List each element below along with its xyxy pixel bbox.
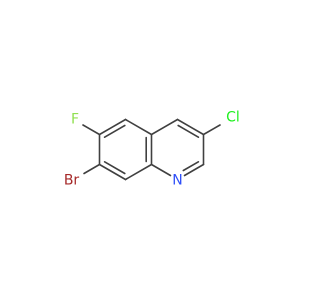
bond-c4a-c4 [150, 118, 179, 136]
bond-n1-c8a [150, 163, 172, 177]
atom-fluorine: F [71, 112, 79, 128]
atom-nitrogen: N [172, 173, 182, 189]
bond-c6-f [82, 124, 101, 136]
bond-c4-c3 [176, 118, 205, 136]
bond-c2-n1-double [182, 161, 200, 172]
bond-c7-br [83, 163, 101, 175]
molecule-structure: F Br N Cl [64, 110, 240, 189]
bond-c8-c8a [124, 163, 153, 181]
bond-c4a-c5 [124, 118, 153, 136]
bond-c2-n1 [183, 163, 205, 177]
bond-c4-c3-double [177, 124, 200, 138]
atom-chlorine: Cl [226, 110, 240, 126]
bond-c7-c8-double [103, 161, 126, 175]
bond-c7-c8 [98, 163, 127, 181]
bond-c5-c6 [98, 118, 127, 136]
bond-c3-cl [202, 124, 221, 136]
atom-bromine: Br [64, 173, 80, 189]
bond-c5-c6-double [103, 124, 126, 138]
